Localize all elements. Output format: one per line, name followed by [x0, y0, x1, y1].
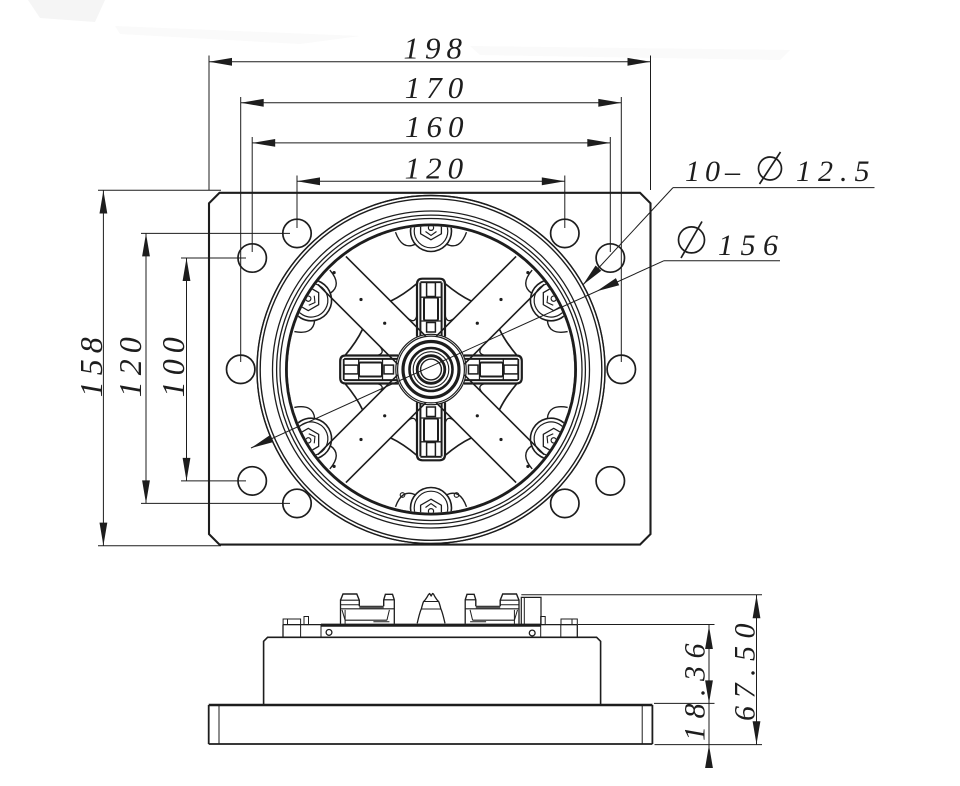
svg-text:198: 198	[404, 31, 469, 66]
svg-text:100: 100	[155, 331, 191, 397]
svg-text:170: 170	[405, 70, 470, 105]
svg-text:18.36: 18.36	[679, 636, 712, 741]
svg-text:120: 120	[112, 331, 148, 397]
svg-text:12.5: 12.5	[796, 155, 877, 188]
svg-text:120: 120	[405, 151, 470, 186]
svg-text:160: 160	[405, 109, 470, 144]
svg-text:158: 158	[73, 331, 109, 397]
svg-text:67.50: 67.50	[729, 616, 762, 721]
svg-text:10–: 10–	[685, 155, 745, 188]
svg-text:156: 156	[718, 229, 786, 262]
